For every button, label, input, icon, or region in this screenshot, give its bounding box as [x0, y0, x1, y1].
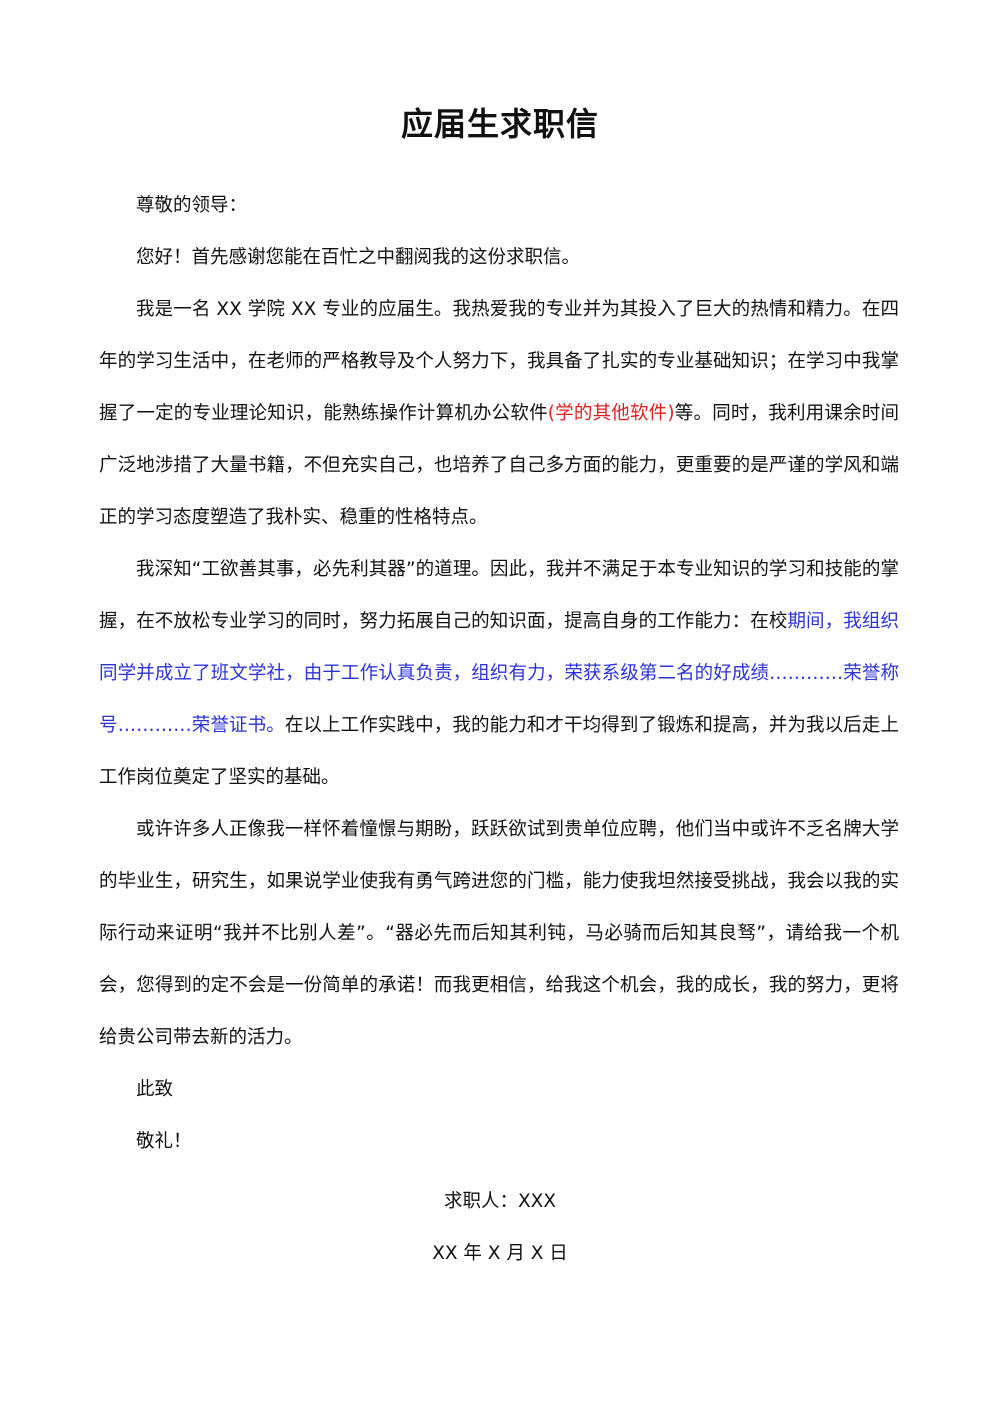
signature-date: XX 年 X 月 X 日: [432, 1243, 568, 1264]
paragraph-activities: 我深知“工欲善其事，必先利其器”的道理。因此，我并不满足于本专业知识的学习和技能…: [99, 544, 899, 804]
software-highlight: (学的其他软件): [547, 403, 675, 424]
letter-body: 尊敬的领导： 您好！首先感谢您能在百忙之中翻阅我的这份求职信。 我是一名 XX …: [99, 180, 899, 1168]
page-title: 应届生求职信: [400, 105, 599, 143]
signature: 求职人：XXX: [443, 1191, 557, 1212]
closing-cizhi: 此致: [136, 1079, 174, 1100]
paragraph-request: 或许许多人正像我一样怀着憧憬与期盼，跃跃欲试到贵单位应聘，他们当中或许不乏名牌大…: [99, 819, 899, 1048]
salutation: 尊敬的领导：: [136, 195, 248, 216]
paragraph-activities-text-after: 在以上工作实践中，我的能力和才干均得到了锻炼和提高，并为我以后走上工作岗位奠定了…: [99, 715, 899, 788]
paragraph-activities-text-before: 我深知“工欲善其事，必先利其器”的道理。因此，我并不满足于本专业知识的学习和技能…: [99, 559, 899, 632]
paragraph-education-text-after: 等。同时，我利用课余时间广泛地涉措了大量书籍，不但充实自己，也培养了自己多方面的…: [99, 403, 899, 528]
greeting: 您好！首先感谢您能在百忙之中翻阅我的这份求职信。: [136, 247, 581, 268]
paragraph-education-text-before: 我是一名 XX 学院 XX 专业的应届生。我热爱我的专业并为其投入了巨大的热情和…: [99, 299, 899, 424]
achievements-highlight: 期间，我组织同学并成立了班文学社，由于工作认真负责，组织有力，荣获系级第二名的好…: [99, 611, 899, 736]
closing-jingli: 敬礼！: [136, 1131, 192, 1152]
paragraph-education: 我是一名 XX 学院 XX 专业的应届生。我热爱我的专业并为其投入了巨大的热情和…: [99, 284, 899, 544]
